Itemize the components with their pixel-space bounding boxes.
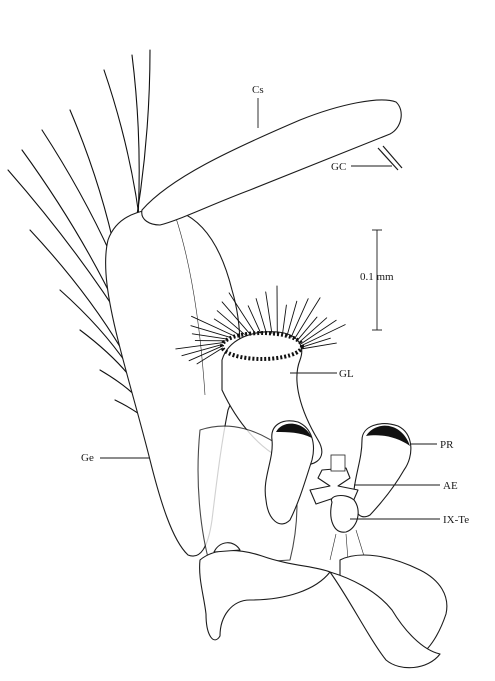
label-ae-text: AE	[443, 480, 458, 492]
label-ix-te-text: IX-Te	[443, 514, 469, 526]
lateral-band-right	[329, 554, 448, 669]
lateral-band-left	[199, 542, 331, 641]
label-ge-text: Ge	[81, 452, 94, 464]
label-cs: Cs	[252, 84, 264, 128]
label-gc: GC	[331, 161, 392, 173]
label-pr-text: PR	[440, 439, 454, 451]
paramere-right	[353, 423, 412, 518]
aedeagus-shape	[309, 454, 359, 505]
ninth-tergite-shape	[329, 494, 365, 561]
scale-bar-label: 0.1 mm	[360, 271, 394, 283]
label-ae: AE	[354, 480, 458, 492]
label-ge: Ge	[81, 452, 150, 464]
label-ix-te: IX-Te	[350, 514, 469, 526]
gonostylus-shape	[141, 99, 403, 226]
label-pr: PR	[410, 439, 454, 451]
label-gc-text: GC	[331, 161, 346, 173]
paramere-left	[264, 420, 315, 525]
label-cs-text: Cs	[252, 84, 264, 96]
label-gl: GL	[290, 368, 354, 380]
scale-bar: 0.1 mm	[360, 229, 394, 331]
gonocoxal-lobe-setae	[175, 285, 346, 365]
label-gl-text: GL	[339, 368, 354, 380]
